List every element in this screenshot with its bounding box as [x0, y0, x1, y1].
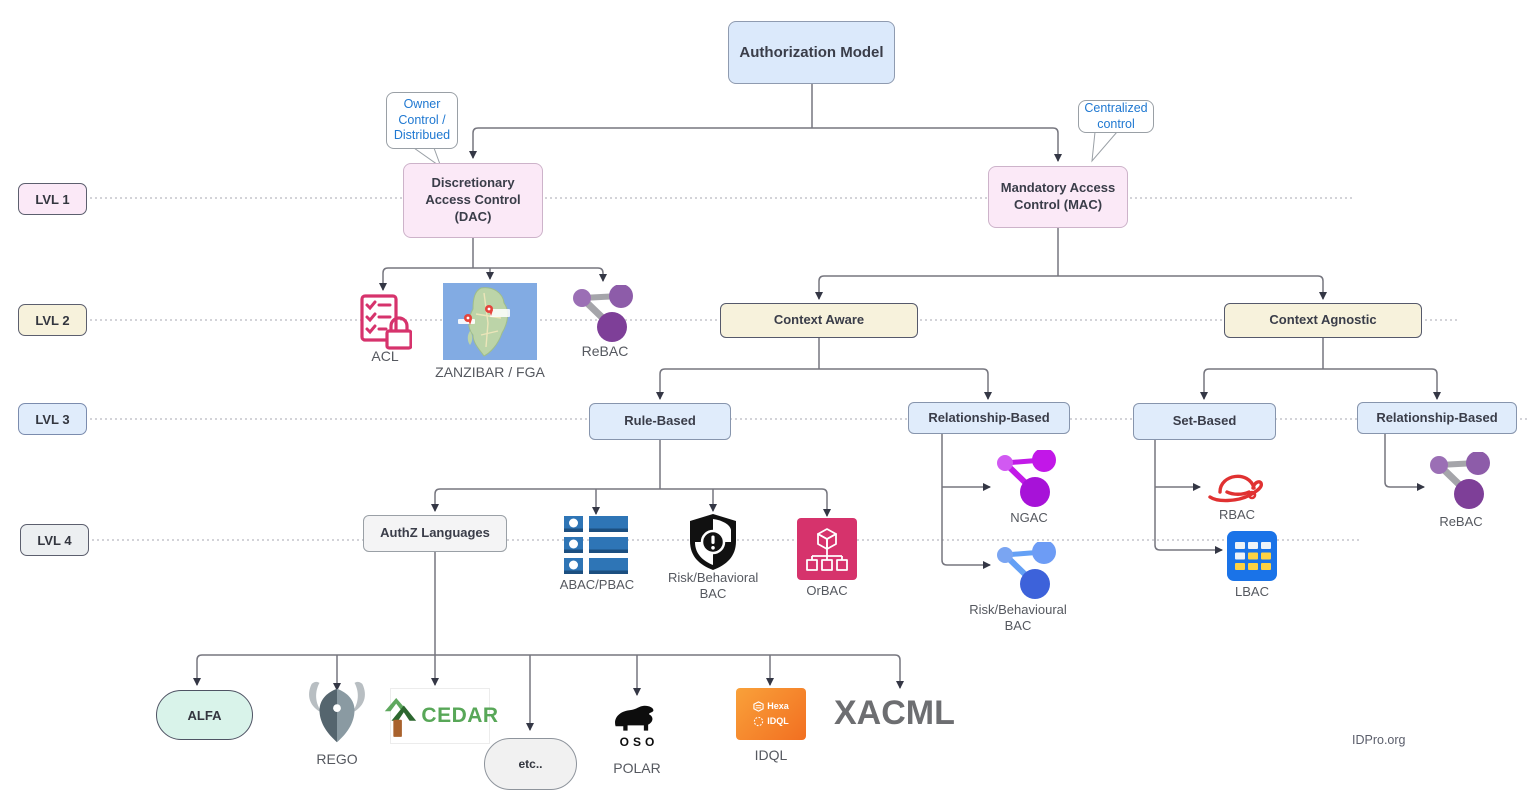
- idql-ring-icon: [753, 716, 764, 727]
- lbac-label: LBAC: [1235, 584, 1269, 599]
- orbac-label: OrBAC: [806, 583, 848, 598]
- rebac-left-label: ReBAC: [581, 343, 629, 359]
- rebac-graph-icon: [570, 284, 638, 343]
- level-badge-2: LVL 2: [18, 304, 87, 336]
- xacml-logo: XACML: [834, 694, 955, 732]
- cedar-trees-icon: [381, 691, 419, 741]
- risk-behavioral-label: Risk/Behavioral BAC: [668, 570, 759, 602]
- rego-label: REGO: [316, 751, 358, 767]
- risk-shield-icon: [687, 513, 739, 571]
- map-pin-icon: [464, 314, 472, 325]
- hexa-stack-icon: [753, 701, 764, 712]
- acl-icon: [358, 293, 413, 351]
- map-pin-icon: [485, 305, 493, 316]
- node-authz-languages: AuthZ Languages: [363, 515, 507, 552]
- centralized-control-callout: Centralized control: [1078, 100, 1154, 133]
- zanzibar-label: ZANZIBAR / FGA: [435, 364, 545, 380]
- cedar-label: CEDAR: [421, 704, 499, 727]
- zanzibar-map-icon: [443, 283, 537, 360]
- node-rule-based: Rule-Based: [589, 403, 731, 440]
- node-context-agnostic: Context Agnostic: [1224, 303, 1422, 338]
- node-etc: etc..: [484, 738, 577, 790]
- acl-label: ACL: [371, 348, 399, 364]
- idql-logo: Hexa IDQL: [736, 688, 806, 740]
- idql-box-label: IDQL: [767, 716, 789, 726]
- rebac-right-label: ReBAC: [1439, 514, 1483, 529]
- hexa-label: Hexa: [767, 701, 789, 711]
- polar-label: POLAR: [613, 760, 661, 776]
- node-dac: Discretionary Access Control (DAC): [403, 163, 543, 238]
- ngac-label: NGAC: [1010, 510, 1048, 525]
- oso-logo: OSO: [606, 698, 668, 749]
- owner-control-callout: Owner Control / Distribued: [386, 92, 458, 149]
- cedar-logo: CEDAR: [385, 688, 498, 744]
- rbac-redhat-icon: [1203, 461, 1271, 507]
- risk-behavioural-label: Risk/Behavioural BAC: [969, 602, 1067, 634]
- node-relationship-based-right: Relationship-Based: [1357, 402, 1517, 434]
- risk-bac-graph-icon: [993, 540, 1061, 600]
- callout-tails: [412, 131, 1119, 169]
- node-relationship-based-left: Relationship-Based: [908, 402, 1070, 434]
- oso-label: OSO: [619, 735, 659, 749]
- level-badge-3: LVL 3: [18, 403, 87, 435]
- rbac-label: RBAC: [1218, 507, 1256, 522]
- oso-bear-icon: [608, 698, 666, 734]
- ngac-graph-icon: [993, 448, 1061, 508]
- abac-grid-icon: [564, 516, 628, 574]
- node-alfa: ALFA: [156, 690, 253, 740]
- rego-helmet-icon: [302, 678, 372, 750]
- level-badge-4: LVL 4: [20, 524, 89, 556]
- idql-label: IDQL: [754, 747, 788, 763]
- credit-text: IDPro.org: [1352, 733, 1406, 747]
- lbac-grid-icon: [1227, 531, 1277, 581]
- level-badge-1: LVL 1: [18, 183, 87, 215]
- rebac-right-graph-icon: [1427, 451, 1495, 510]
- tree-connectors: [193, 84, 1441, 731]
- node-authorization-model: Authorization Model: [728, 21, 895, 84]
- node-mac: Mandatory Access Control (MAC): [988, 166, 1128, 228]
- node-context-aware: Context Aware: [720, 303, 918, 338]
- abac-pbac-label: ABAC/PBAC: [559, 577, 635, 592]
- node-set-based: Set-Based: [1133, 403, 1276, 440]
- orbac-icon: [797, 518, 857, 580]
